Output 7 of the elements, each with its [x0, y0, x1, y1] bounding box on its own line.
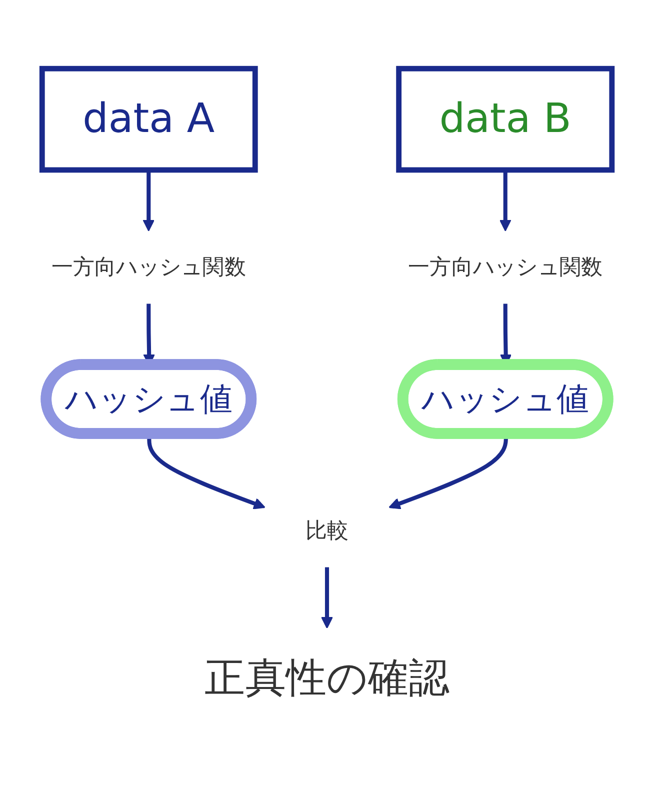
node-text: 正真性の確認 — [204, 655, 450, 702]
node-text: 比較 — [305, 517, 349, 543]
node-box: data B — [396, 66, 615, 173]
node-text: 一方向ハッシュ関数 — [408, 254, 603, 280]
node-text: 一方向ハッシュ関数 — [51, 254, 246, 280]
node-box: data A — [39, 66, 258, 173]
arrow — [321, 567, 333, 629]
